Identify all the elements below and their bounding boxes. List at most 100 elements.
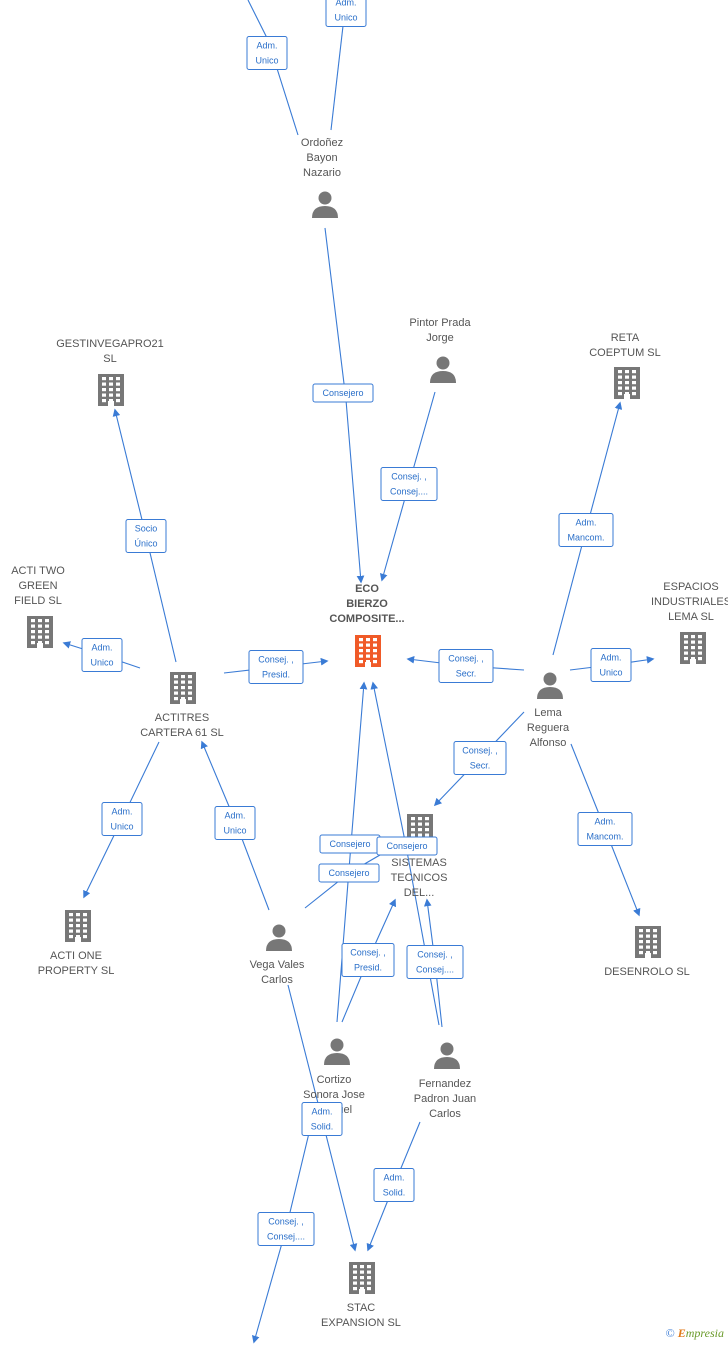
node-label: ESPACIOS: [663, 581, 718, 593]
person-icon-head: [330, 1038, 344, 1052]
node-label: SISTEMAS: [391, 857, 447, 869]
building-window: [360, 1281, 364, 1285]
edge-label[interactable]: Adm.Mancom.: [577, 812, 633, 846]
edge-label-text: Adm.: [256, 41, 277, 51]
building-window: [698, 657, 702, 661]
edge-label-text: Adm.: [383, 1173, 404, 1183]
building-window: [625, 392, 629, 396]
edge-label[interactable]: Consej. ,Secr.: [438, 649, 494, 683]
building-window: [367, 1276, 371, 1280]
edge-label-box: [577, 812, 633, 846]
building-icon: [27, 616, 53, 648]
building-window: [418, 833, 422, 837]
building-door: [624, 394, 630, 399]
edge-label[interactable]: Adm.Unico: [101, 802, 143, 836]
edge-label[interactable]: Consejero: [319, 834, 381, 854]
node-label: Pintor Prada: [409, 317, 471, 329]
building-door: [75, 937, 81, 942]
node-label: Bayon: [306, 152, 337, 164]
node-sistemas[interactable]: SISTEMASTECNICOSDEL...: [391, 814, 448, 899]
edge-label[interactable]: Consej. ,Secr.: [453, 741, 507, 775]
edge-label[interactable]: Consejero: [312, 383, 374, 403]
edge-label[interactable]: Adm. Solid.: [373, 1168, 415, 1202]
building-window: [646, 945, 650, 949]
building-window: [639, 929, 643, 933]
edge-label-box: [341, 943, 395, 977]
edge-label[interactable]: Adm.Mancom.: [558, 513, 614, 547]
edge-label[interactable]: Adm.Unico: [81, 638, 123, 672]
edge-label-text: Consejero: [328, 868, 369, 878]
edge-label-text: Unico: [110, 822, 133, 832]
edge-label[interactable]: Adm.Unico: [214, 806, 256, 840]
edge-label[interactable]: Adm.Unico: [590, 648, 632, 682]
node-desenrolo[interactable]: DESENROLO SL: [604, 926, 690, 978]
building-window: [69, 935, 73, 939]
node-label: FIELD SL: [14, 595, 62, 607]
building-window: [639, 940, 643, 944]
building-window: [359, 643, 363, 647]
edge-label[interactable]: Consej. ,Presid.: [341, 943, 395, 977]
building-window: [83, 929, 87, 933]
empresia-logo[interactable]: ©Empresia: [665, 1326, 724, 1340]
edge-label-text: Consej. ,: [391, 472, 427, 482]
building-window: [367, 1270, 371, 1274]
edge-label[interactable]: Adm.Unico: [325, 0, 367, 27]
node-label: Carlos: [429, 1108, 461, 1120]
edge-label[interactable]: Consej. ,Consej....: [257, 1212, 315, 1246]
building-window: [418, 822, 422, 826]
building-window: [174, 675, 178, 679]
building-window: [83, 918, 87, 922]
building-window: [45, 641, 49, 645]
edge-label-text: Consejero: [386, 841, 427, 851]
building-window: [646, 929, 650, 933]
edge-label[interactable]: Consej. ,Consej....: [380, 467, 438, 501]
building-window: [367, 1281, 371, 1285]
person-icon: [537, 672, 563, 699]
node-eco[interactable]: ECOBIERZOCOMPOSITE...: [329, 583, 405, 667]
building-window: [69, 913, 73, 917]
building-window: [109, 377, 113, 381]
building-window: [38, 641, 42, 645]
edge-label-text: Adm.: [575, 518, 596, 528]
edge-label[interactable]: Consej. ,Consej....: [406, 945, 464, 979]
building-window: [31, 635, 35, 639]
building-window: [691, 651, 695, 655]
building-window: [188, 686, 192, 690]
node-label: PROPERTY SL: [38, 965, 115, 977]
building-window: [76, 935, 80, 939]
edge-label[interactable]: Consejero: [318, 863, 380, 883]
edge-label[interactable]: Consejero: [376, 836, 438, 856]
edge-label-text: Solid.: [383, 1188, 406, 1198]
edge-label[interactable]: Consej. ,Presid.: [248, 650, 304, 684]
building-window: [83, 924, 87, 928]
node-label: STAC: [347, 1302, 376, 1314]
building-window: [418, 817, 422, 821]
person-icon-head: [440, 1042, 454, 1056]
building-window: [653, 940, 657, 944]
edge-label[interactable]: Adm.Solid.: [301, 1102, 343, 1136]
building-window: [353, 1270, 357, 1274]
building-window: [373, 638, 377, 642]
node-label: INDUSTRIALES: [651, 596, 728, 608]
building-window: [353, 1276, 357, 1280]
building-window: [632, 386, 636, 390]
building-window: [618, 386, 622, 390]
building-window: [360, 1270, 364, 1274]
building-window: [639, 945, 643, 949]
edge-label[interactable]: Adm.Unico: [246, 36, 288, 70]
node-label: Cortizo: [317, 1074, 352, 1086]
